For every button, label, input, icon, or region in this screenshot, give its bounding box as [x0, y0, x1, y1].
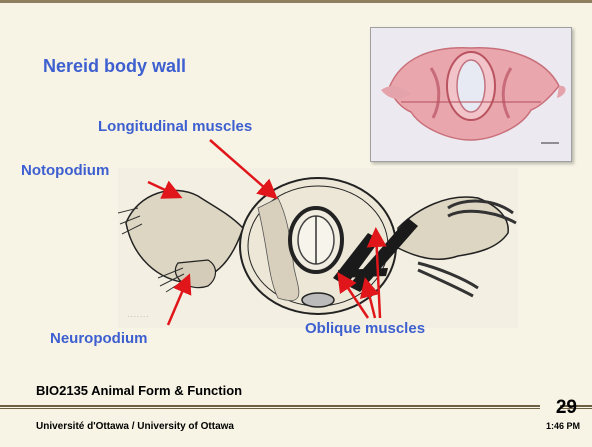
label-notopodium: Notopodium [21, 162, 109, 179]
footer-rule [0, 405, 540, 409]
label-longitudinal-muscles: Longitudinal muscles [98, 118, 252, 135]
slide-time: 1:46 PM [520, 421, 580, 431]
label-oblique-muscles: Oblique muscles [305, 320, 425, 337]
top-rule [0, 0, 592, 3]
body-wall-drawing: · · · · · · · [118, 168, 518, 328]
course-title: BIO2135 Animal Form & Function [36, 383, 242, 398]
slide-title: Nereid body wall [43, 56, 186, 77]
university-name: Université d'Ottawa / University of Otta… [36, 421, 234, 432]
histology-section-image [371, 28, 571, 161]
histology-photo [370, 27, 572, 162]
svg-text:· · · · · · ·: · · · · · · · [128, 314, 148, 320]
page-number: 29 [541, 397, 577, 419]
label-neuropodium: Neuropodium [50, 330, 148, 347]
